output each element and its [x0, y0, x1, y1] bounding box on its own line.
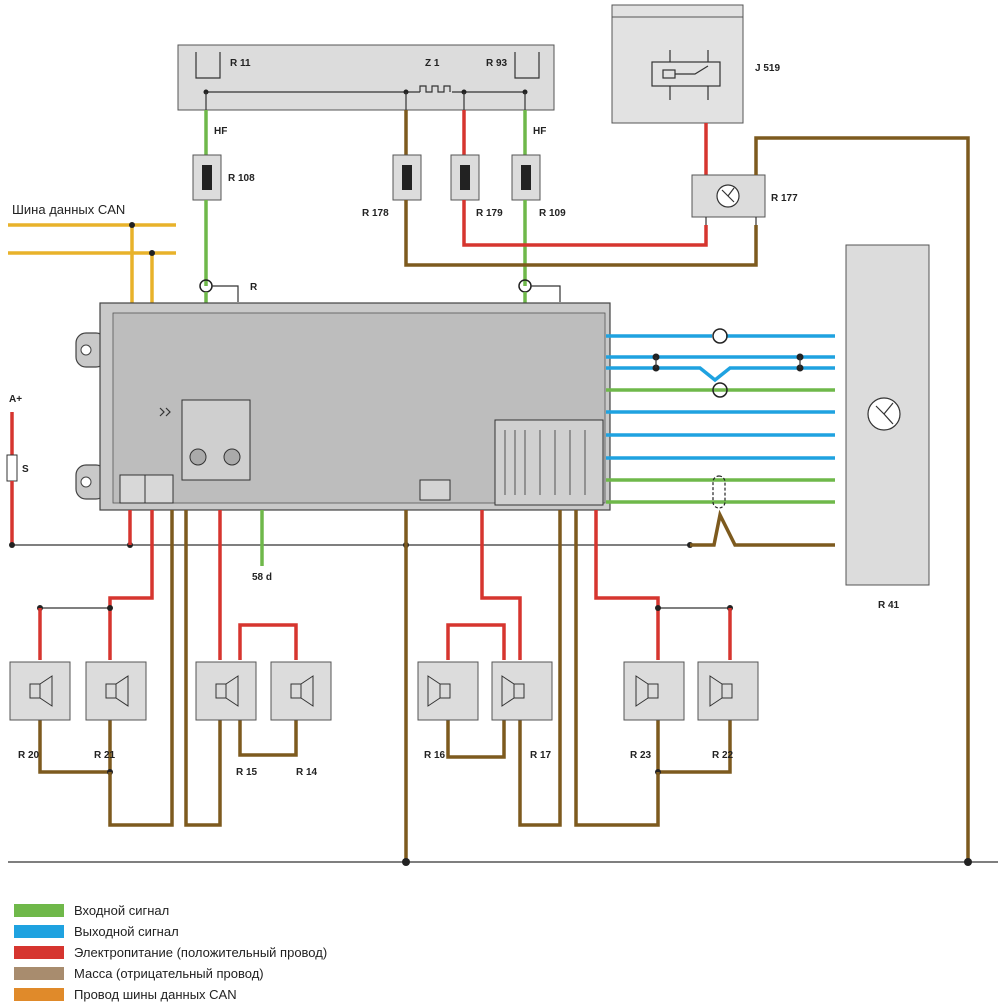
label-58d: 58 d — [252, 572, 272, 583]
label-r108: R 108 — [228, 173, 255, 184]
r11-antenna-symbol — [195, 52, 221, 79]
speaker-r17 — [491, 661, 553, 721]
label-r93: R 93 — [486, 58, 508, 69]
label-z1: Z 1 — [425, 58, 440, 69]
legend-label-can: Провод шины данных CAN — [74, 987, 237, 1002]
radio-unit — [75, 302, 611, 511]
label-r109: R 109 — [539, 208, 566, 219]
label-r177: R 177 — [771, 193, 798, 204]
label-r179: R 179 — [476, 208, 503, 219]
legend-label-output: Выходной сигнал — [74, 924, 179, 939]
label-r17: R 17 — [530, 750, 552, 761]
speaker-r22 — [697, 661, 759, 721]
label-s: S — [22, 464, 29, 475]
fuse-s — [6, 454, 18, 482]
legend-swatch-input — [14, 904, 64, 917]
legend-swatch-can — [14, 988, 64, 1001]
label-r178: R 178 — [362, 208, 389, 219]
legend-label-input: Входной сигнал — [74, 903, 169, 918]
label-r22: R 22 — [712, 750, 734, 761]
label-a-plus: A+ — [9, 394, 22, 405]
label-r16: R 16 — [424, 750, 446, 761]
label-r20: R 20 — [18, 750, 40, 761]
r93-antenna-symbol — [514, 52, 540, 79]
label-can-bus: Шина данных CAN — [12, 202, 125, 217]
speaker-r14 — [270, 661, 332, 721]
legend-label-ground: Масса (отрицательный провод) — [74, 966, 264, 981]
label-r21: R 21 — [94, 750, 116, 761]
j519-box — [611, 4, 744, 124]
r179-amplifier — [450, 154, 480, 201]
legend-label-power: Электропитание (положительный провод) — [74, 945, 327, 960]
label-hf-left: HF — [214, 126, 227, 137]
label-r14: R 14 — [296, 767, 318, 778]
label-r41: R 41 — [878, 600, 900, 611]
label-r23: R 23 — [630, 750, 652, 761]
z1-heater-symbol — [419, 85, 451, 93]
speaker-r21 — [85, 661, 147, 721]
antenna-window-box — [177, 44, 555, 111]
legend-swatch-ground — [14, 967, 64, 980]
label-r15: R 15 — [236, 767, 258, 778]
speaker-r20 — [9, 661, 71, 721]
label-hf-right: HF — [533, 126, 546, 137]
label-r11: R 11 — [230, 58, 251, 69]
relay-symbol — [651, 61, 721, 87]
r109-amplifier — [511, 154, 541, 201]
speaker-r15 — [195, 661, 257, 721]
speaker-r23 — [623, 661, 685, 721]
legend-swatch-power — [14, 946, 64, 959]
r108-amplifier — [192, 154, 222, 201]
legend: Входной сигнал Выходной сигнал Электропи… — [14, 903, 327, 1002]
label-j519: J 519 — [755, 63, 780, 74]
label-r: R — [250, 282, 258, 293]
r178-amplifier — [392, 154, 422, 201]
legend-swatch-output — [14, 925, 64, 938]
speaker-r16 — [417, 661, 479, 721]
